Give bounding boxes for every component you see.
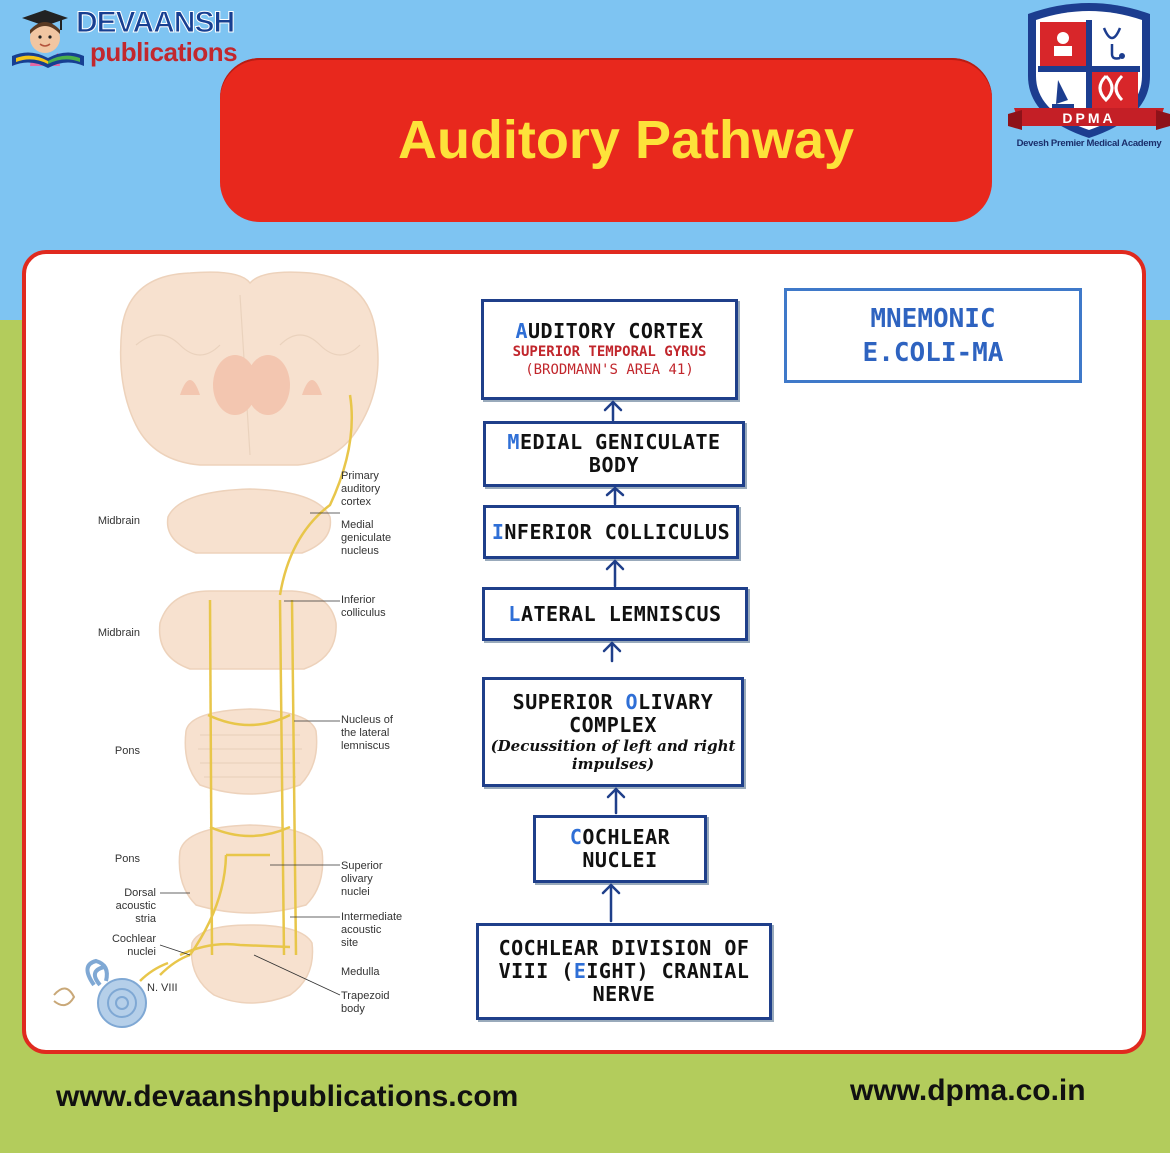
box-superior-olivary-complex: SUPERIOR OLIVARY COMPLEX (Decussition of… — [482, 677, 744, 787]
right-lemniscus-tract — [278, 599, 286, 956]
box-auditory-cortex: AUDITORY CORTEX SUPERIOR TEMPORAL GYRUS … — [481, 299, 738, 400]
label-nerve-viii: N. VIII — [147, 982, 178, 994]
label-midbrain-1: Midbrain — [97, 515, 140, 527]
label-medulla: Medulla — [341, 966, 380, 978]
midbrain-lower-section — [158, 590, 337, 670]
label-pons-1: Pons — [114, 745, 140, 757]
label-superior-olivary: Superior olivary nuclei — [341, 860, 383, 898]
dpma-emblem-icon: DPMA — [1008, 3, 1170, 138]
label-lateral-lemniscus: Nucleus of the lateral lemniscus — [341, 714, 393, 752]
auditory-radiation-tract — [278, 394, 353, 596]
label-dorsal-stria: Dorsal acoustic stria — [115, 887, 156, 925]
box-lateral-lemniscus: LATERAL LEMNISCUS — [482, 587, 748, 641]
footer-url-dpma[interactable]: www.dpma.co.in — [850, 1074, 1086, 1107]
left-lemniscus-tract — [208, 599, 214, 956]
pons-lower-section — [178, 824, 324, 914]
label-primary-auditory-cortex: Primary auditory cortex — [341, 470, 381, 508]
pons-upper-section — [184, 708, 318, 795]
title-banner: Auditory Pathway — [220, 58, 992, 222]
label-intermediate-stria: Intermediate acoustic site — [341, 911, 403, 949]
label-pons-2: Pons — [114, 853, 140, 865]
label-medial-geniculate: Medial geniculate nucleus — [341, 519, 392, 557]
page-title: Auditory Pathway — [397, 110, 855, 170]
emblem-text: DPMA — [1062, 110, 1115, 126]
box-medial-geniculate-body: MEDIAL GENICULATE BODY — [483, 421, 745, 487]
label-midbrain-2: Midbrain — [97, 627, 140, 639]
brand-name: DEVAANSH — [75, 6, 235, 39]
brand-subtitle: publications — [90, 37, 238, 67]
label-cochlear-nuclei: Cochlear nuclei — [111, 933, 156, 958]
mnemonic-word: E.COLI-MA — [862, 337, 1004, 368]
auditory-pathway-anatomy — [53, 271, 379, 1028]
mnemonic-box: MNEMONIC E.COLI-MA — [784, 288, 1082, 383]
label-inferior-colliculus: Inferior colliculus — [341, 594, 386, 619]
label-trapezoid-body: Trapezoid body — [341, 990, 390, 1015]
devaansh-logo: DEVAANSH publications — [8, 2, 238, 72]
emblem-caption: Devesh Premier Medical Academy — [1016, 138, 1162, 149]
box-inferior-colliculus: INFERIOR COLLICULUS — [483, 505, 739, 559]
midbrain-upper-section — [166, 488, 332, 554]
footer-url-devaansh[interactable]: www.devaanshpublications.com — [56, 1080, 519, 1113]
mnemonic-title: MNEMONIC — [870, 303, 996, 334]
medulla-section — [190, 924, 314, 1004]
inner-ear-icon — [53, 958, 169, 1028]
open-book-icon — [12, 52, 84, 68]
box-cochlear-division-viii-nerve: COCHLEAR DIVISION OF VIII (EIGHT) CRANIA… — [476, 923, 772, 1020]
box-cochlear-nuclei: COCHLEAR NUCLEI — [533, 815, 707, 883]
